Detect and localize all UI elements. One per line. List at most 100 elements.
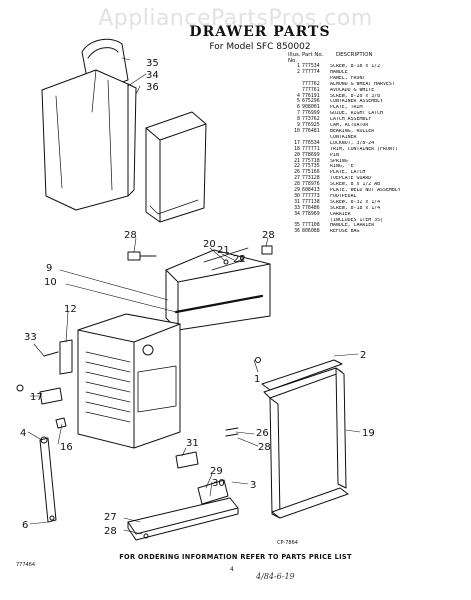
legend-part-no: 773128 <box>302 175 320 182</box>
legend-part-no: 778976 <box>302 181 320 188</box>
legend-description: FOOTPEDAL <box>330 193 357 199</box>
legend-part-no: 908001 <box>302 104 320 111</box>
legend-description: SPRING <box>330 158 348 164</box>
legend-row: (INCLUDES ITEM 35) <box>288 218 464 224</box>
legend-description: (INCLUDES ITEM 35) <box>330 217 383 223</box>
handle-and-frame-drawing <box>255 357 349 519</box>
legend-part-no: 777771 <box>302 145 320 152</box>
legend-description: PLATE, TRIM <box>330 105 363 111</box>
legend-part-no: 775718 <box>302 157 320 164</box>
legend-header: Illus. No. Part No. DESCRIPTION <box>288 52 464 64</box>
legend-col-desc: DESCRIPTION <box>336 52 373 58</box>
callout-26: 26 <box>256 428 269 439</box>
callout-28-bottom: 28 <box>104 526 117 537</box>
legend-description: PANEL, FRONT <box>330 75 366 81</box>
legend-description: SCREW, 8-20 x 3/8 <box>330 93 381 99</box>
legend-description: HANDLE, CARRIER <box>330 223 375 229</box>
callout-12: 12 <box>64 304 77 315</box>
legend-part-no: 777534 <box>302 63 320 69</box>
legend-part-no: 778699 <box>302 151 320 158</box>
legend-part-no: 777108 <box>302 222 320 229</box>
legend-part-no: 776534 <box>302 139 320 146</box>
legend-description: CARRIER <box>330 211 351 217</box>
legend-illus-no: 20 <box>294 151 300 158</box>
callout-20: 20 <box>203 239 216 250</box>
legend-description: ALMOND & WHEAT HARVEST <box>330 81 395 87</box>
callout-29: 29 <box>210 466 223 477</box>
container-drawing <box>16 313 181 449</box>
legend-description: SCREW, 8-32 x 1/4 <box>330 199 381 205</box>
legend-description: PLATE, WELD NUT ASSEMBLY <box>330 188 401 194</box>
legend-illus-no: 30 <box>294 192 300 199</box>
legend-col-illus: Illus. No. <box>288 52 301 64</box>
legend-part-no: 777773 <box>302 192 320 199</box>
callout-16: 16 <box>60 442 73 453</box>
legend-part-no: 608413 <box>302 187 320 194</box>
legend-description: REFUSE BAG <box>330 229 360 235</box>
callout-36: 36 <box>146 82 159 93</box>
legend-description: LOCKNUT, 3/8-24 <box>330 140 375 146</box>
legend-part-no: 777138 <box>302 198 320 205</box>
left-trim-rail <box>39 436 57 523</box>
legend-illus-no: 34 <box>294 210 300 217</box>
legend-illus-no: 28 <box>294 181 300 188</box>
legend-illus-no: 7 <box>297 110 300 117</box>
legend-illus-no: 6 <box>297 104 300 111</box>
callout-28-top-left: 28 <box>124 230 137 241</box>
legend-illus-no: 26 <box>294 169 300 176</box>
legend-part-no: 773762 <box>302 116 320 123</box>
callout-33: 33 <box>24 332 37 343</box>
legend-part-no: 775166 <box>302 169 320 176</box>
callout-34: 34 <box>146 70 159 81</box>
legend-description: SCREW, 8-18 x 1/4 <box>330 205 381 211</box>
legend-description: SCREW, 8-18 x 1/2 <box>330 64 381 69</box>
page-title: DRAWER PARTS <box>189 24 331 40</box>
callout-2: 2 <box>360 350 366 361</box>
legend-illus-no: 10 <box>294 127 300 134</box>
legend-illus-no: 27 <box>294 175 300 182</box>
legend-part-no: 777761 <box>302 86 320 93</box>
legend-description: AVOCADO & WHITE <box>330 87 375 93</box>
callout-17: 17 <box>30 392 43 403</box>
legend-description: PIN <box>330 152 339 158</box>
side-code: 777464 <box>16 562 36 568</box>
model-subtitle: For Model SFC 850002 <box>209 42 311 52</box>
legend-part-no: 775735 <box>302 163 320 170</box>
legend-illus-no: 1 <box>297 63 300 69</box>
figure-code: CP-7864 <box>277 540 298 546</box>
callout-35: 35 <box>146 58 159 69</box>
watermark-text: AppliancePartsPros.com <box>98 6 373 31</box>
legend-description: CONTAINER ASSEMBLY <box>330 99 383 105</box>
callout-30: 30 <box>212 478 225 489</box>
legend-illus-no: 9 <box>297 122 300 129</box>
legend-part-no: 776486 <box>302 204 320 211</box>
legend-part-no: 776481 <box>302 127 320 134</box>
legend-description: RING, "E" <box>330 164 357 170</box>
page-number: 4 <box>230 566 234 573</box>
legend-part-no: 777774 <box>302 68 320 75</box>
legend-row: CONTAINER <box>288 135 464 141</box>
legend-part-no: 776925 <box>302 122 320 129</box>
callout-4: 4 <box>20 428 26 439</box>
callout-22: 22 <box>233 254 246 265</box>
legend-description: TRIM, CONTAINER (FRONT) <box>330 146 398 152</box>
callout-3: 3 <box>250 480 256 491</box>
legend-part-no: 806088 <box>302 228 320 235</box>
legend-illus-no: 21 <box>294 157 300 164</box>
